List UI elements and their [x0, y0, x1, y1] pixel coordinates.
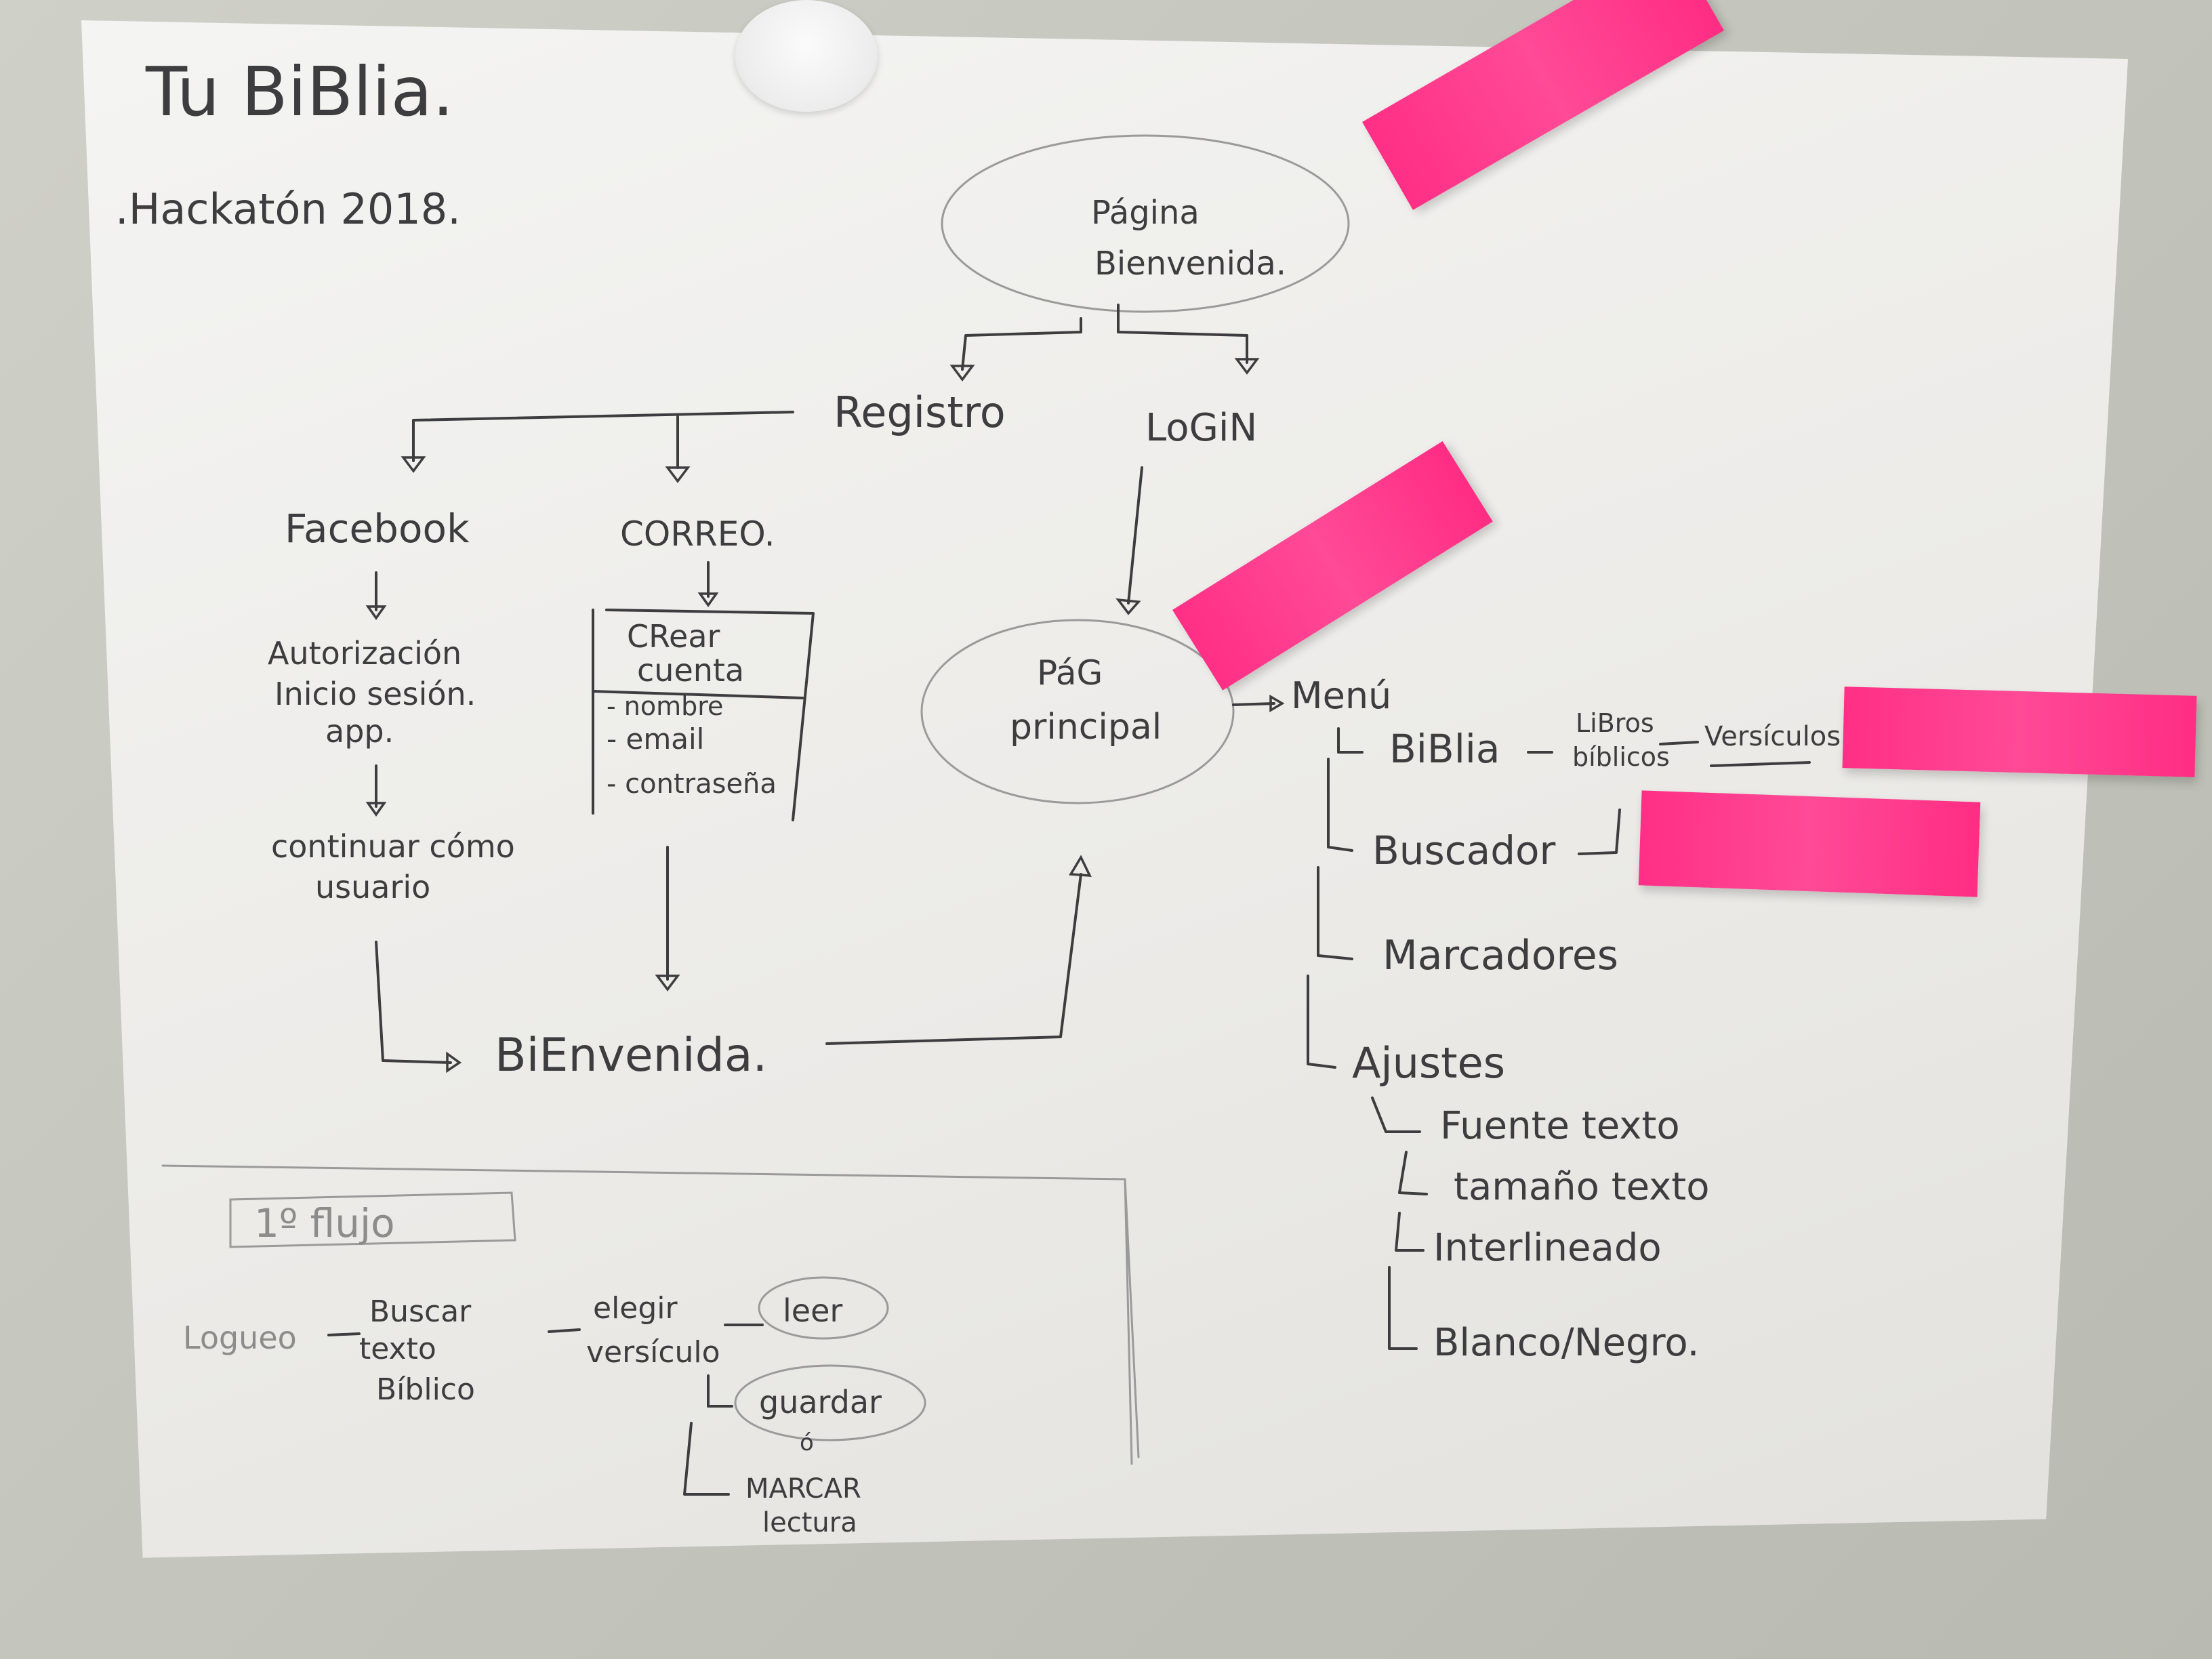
- main-page-ellipse: [920, 619, 1235, 804]
- fb-auth-2: Inicio sesión.: [274, 676, 476, 712]
- ajustes-item-blanco-negro: Blanco/Negro.: [1433, 1321, 1699, 1365]
- login-label: LoGiN: [1145, 406, 1257, 450]
- arrowhead-main-from-login: [1115, 598, 1141, 615]
- crear-cuenta-title-1: CRear: [627, 618, 720, 655]
- fb-auth-3: app.: [325, 713, 394, 750]
- main-page-label-1: PáG: [1037, 653, 1103, 693]
- arrow-libros-to-versiculos: [1659, 741, 1699, 745]
- menu-item-libros-2: bíblicos: [1572, 742, 1670, 772]
- flow-step-elegir-2: versículo: [586, 1335, 720, 1370]
- arrowhead-auth: [365, 605, 387, 621]
- welcome-page-label-1: Página: [1091, 194, 1200, 232]
- arrowhead-continue: [365, 802, 387, 817]
- versiculos-underline: [1710, 761, 1811, 767]
- ajustes-item-interlineado: Interlineado: [1433, 1226, 1662, 1270]
- flow-step-logueo: Logueo: [183, 1319, 297, 1356]
- arrow-buscar-to-elegir: [548, 1328, 581, 1333]
- arrow-to-guardar: [707, 1374, 733, 1408]
- paper-sheet: [81, 20, 2128, 1558]
- welcome-page-label-2: Bienvenida.: [1094, 245, 1286, 283]
- arrow-to-marcar: [683, 1422, 730, 1496]
- diagram-title: Tu BiBlia.: [145, 52, 454, 131]
- menu-item-ajustes: Ajustes: [1352, 1038, 1505, 1088]
- fb-continue-1: continuar cómo: [271, 828, 515, 865]
- crear-field-contrasena: - contraseña: [607, 769, 777, 800]
- menu-label: Menú: [1291, 674, 1391, 717]
- flow-step-buscar-1: Buscar: [369, 1294, 472, 1329]
- arrowhead-login: [1234, 358, 1260, 375]
- arrowhead-bienvenida-from-fb: [446, 1051, 462, 1073]
- arrow-bienvenida-to-main: [825, 873, 1082, 1045]
- welcome-page-ellipse: [941, 134, 1350, 313]
- main-page-label-2: principal: [1010, 707, 1162, 747]
- arrowhead-bienvenida-from-crear: [655, 975, 680, 991]
- flow-box: [161, 1164, 1140, 1465]
- flow-step-marcar-1: MARCAR: [745, 1473, 861, 1504]
- ajustes-item-tamano: tamaño texto: [1454, 1165, 1709, 1209]
- flow-step-o: ó: [800, 1429, 814, 1456]
- fb-continue-2: usuario: [315, 869, 430, 905]
- facebook-label: Facebook: [285, 506, 470, 552]
- bienvenida-label: BiEnvenida.: [495, 1029, 767, 1082]
- sticky-note-right-lower: [1638, 790, 1981, 897]
- ajustes-tree-lines: [1371, 1097, 1428, 1350]
- correo-label: CORREO.: [620, 514, 775, 554]
- flow-label: 1º flujo: [254, 1200, 395, 1246]
- arrow-facebook-to-bienvenida: [375, 941, 452, 1064]
- flow-label-box: [229, 1191, 516, 1248]
- crear-field-email: - email: [607, 722, 704, 756]
- arrowhead-facebook: [401, 456, 426, 473]
- menu-item-libros-1: LiBros: [1576, 708, 1654, 738]
- flow-step-marcar-2: lectura: [762, 1507, 857, 1538]
- arrowhead-menu: [1269, 694, 1285, 713]
- diagram-subtitle: .Hackatón 2018.: [115, 184, 461, 234]
- arrow-main-to-menu: [1232, 702, 1275, 706]
- menu-tree-lines: [1307, 727, 1364, 1069]
- fb-auth-1: Autorización: [268, 635, 462, 672]
- arrowhead-crear: [697, 592, 719, 608]
- ajustes-item-fuente: Fuente texto: [1440, 1104, 1680, 1148]
- menu-item-versiculos: Versículos: [1704, 721, 1841, 752]
- arrow-logueo-to-buscar: [327, 1332, 361, 1336]
- arrow-buscador: [1578, 808, 1621, 855]
- menu-item-biblia: BiBlia: [1389, 726, 1500, 772]
- magnet: [735, 0, 878, 112]
- registro-label: Registro: [834, 388, 1006, 437]
- arrowhead-correo: [665, 466, 691, 483]
- flow-step-buscar-3: Bíblico: [376, 1372, 475, 1407]
- menu-item-buscador: Buscador: [1372, 827, 1556, 874]
- arrow-welcome-to-registro: [961, 317, 1082, 371]
- arrow-registro-to-facebook: [412, 411, 794, 462]
- arrowhead-main-from-bienvenida: [1069, 855, 1092, 877]
- arrowhead-registro: [949, 365, 975, 382]
- flow-step-leer: leer: [783, 1292, 842, 1329]
- leer-ellipse: [758, 1276, 889, 1340]
- arrow-login-to-main: [1127, 466, 1143, 605]
- sticky-note-right-upper: [1842, 687, 2197, 777]
- flow-step-elegir-1: elegir: [593, 1291, 678, 1326]
- arrow-welcome-to-login: [1117, 304, 1248, 364]
- crear-cuenta-box: [592, 609, 815, 821]
- crear-field-nombre: - nombre: [607, 691, 723, 721]
- crear-cuenta-title-2: cuenta: [637, 652, 744, 689]
- flow-step-buscar-2: texto: [359, 1332, 436, 1366]
- flow-step-guardar: guardar: [759, 1384, 882, 1420]
- menu-item-marcadores: Marcadores: [1382, 932, 1618, 979]
- guardar-ellipse: [734, 1364, 926, 1441]
